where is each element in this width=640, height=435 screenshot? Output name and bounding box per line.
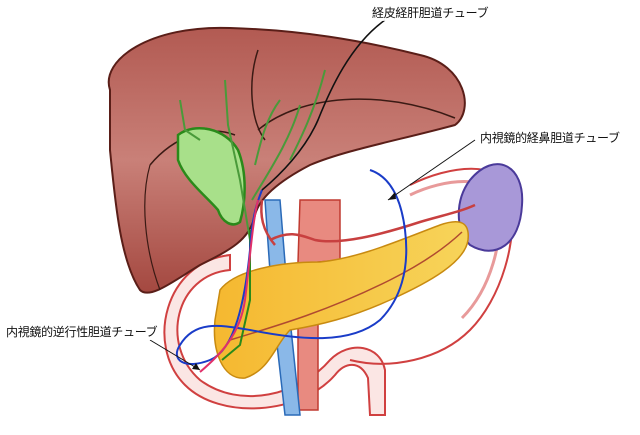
label-ptbd: 経皮経肝胆道チューブ bbox=[372, 4, 489, 21]
liver bbox=[107, 26, 466, 294]
enbd-tube bbox=[175, 169, 408, 365]
label-erbd: 内視鏡的逆行性胆道チューブ bbox=[6, 323, 158, 340]
enbd-leader-line bbox=[387, 139, 476, 201]
label-enbd: 内視鏡的経鼻胆道チューブ bbox=[480, 129, 620, 146]
erbd-leader-line bbox=[149, 339, 201, 371]
arteries bbox=[260, 199, 476, 246]
erbd-tube bbox=[199, 199, 259, 373]
duodenum bbox=[163, 253, 386, 416]
ptbd-tube bbox=[261, 19, 386, 191]
gallbladder bbox=[176, 126, 246, 226]
pancreas bbox=[213, 221, 469, 379]
spleen bbox=[457, 163, 524, 252]
stomach-outline bbox=[349, 167, 514, 365]
